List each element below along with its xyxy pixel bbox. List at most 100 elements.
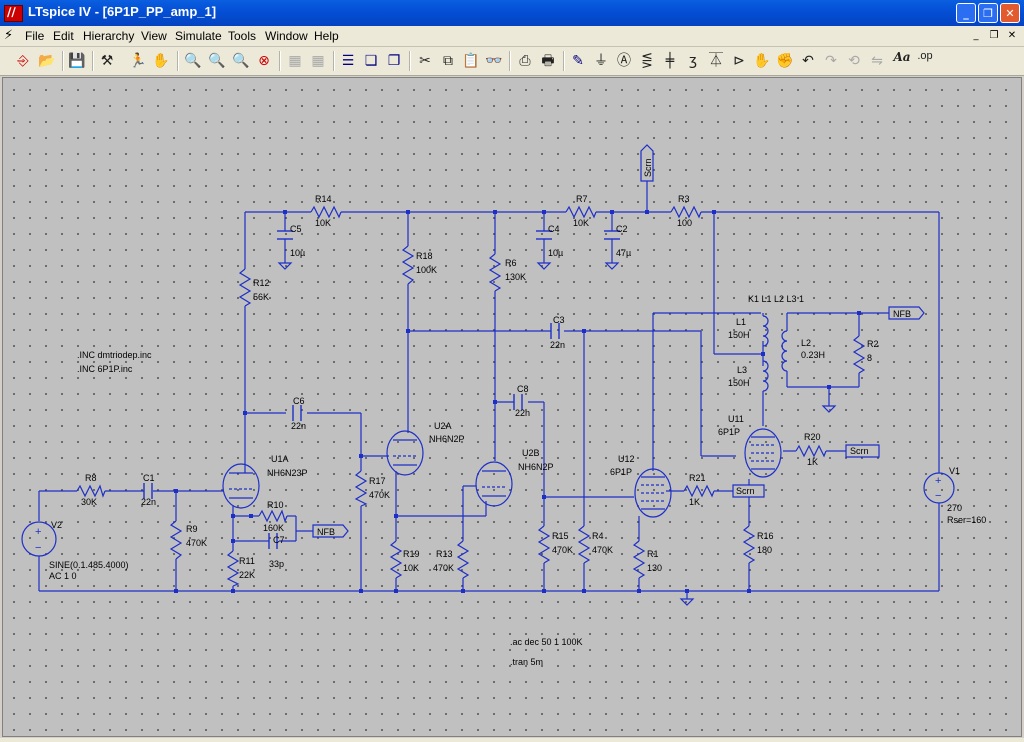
redo-icon[interactable]: ↷ [825,53,837,69]
directive-tran: .tran 5m [510,657,543,667]
control-panel-icon[interactable]: ⚒ [100,53,114,69]
text-labels: .INC dmtriodep.inc .INC 6P1P.inc .ac dec… [49,158,986,667]
mdi-minimize-button[interactable]: _ [973,30,979,41]
resistor-r11 [226,550,240,587]
schematic-canvas[interactable]: + − + − .INC dmtriodep.inc .INC 6P1P.inc… [2,77,1022,737]
ltspice-logo-icon: ∕∕ [4,5,23,22]
directive-inc-6p1p: .INC 6P1P.inc [77,364,133,374]
mdi-restore-button[interactable]: ❐ [989,30,999,41]
schematic-label: U1A [271,454,289,464]
halt-icon[interactable]: ✋ [152,53,170,69]
schematic-label: R20 [804,432,821,442]
mdi-close-button[interactable]: ✕ [1007,30,1017,41]
schematic-label: 1K [689,497,700,507]
save-icon[interactable]: 💾 [68,53,86,69]
resistor-r19 [389,540,403,579]
find-icon[interactable]: 👓 [485,53,503,69]
schematic-label: 22n [550,340,565,350]
maximize-button[interactable]: ❐ [978,3,998,23]
vacuum-tubes [222,428,782,518]
open-icon[interactable]: 📂 [38,53,56,69]
directive-inc-dmtriodep: .INC dmtriodep.inc [77,350,152,360]
resistor-r2 [852,335,866,374]
run-icon[interactable]: ⎆ [17,53,29,69]
menu-file[interactable]: File [25,29,45,43]
menu-tools[interactable]: Tools [228,29,257,43]
schematic-label: 150H [728,378,750,388]
drag-icon[interactable]: ✊ [776,53,794,69]
draw-wire-icon[interactable]: ✎ [572,53,584,69]
component-icon[interactable]: ⊳ [733,53,745,69]
cut-icon[interactable]: ✂ [419,53,431,69]
schematic-label: 10K [403,563,419,573]
menu-window[interactable]: Window [265,29,308,43]
schematic-label: 6P1P [718,427,740,437]
menu-bar: ⚡ File Edit Hierarchy View Simulate Tool… [0,26,1024,47]
schematic-label: 10K [573,218,589,228]
copy-icon[interactable]: ⧉ [443,53,453,69]
schematic-label: C1 [143,473,155,483]
undo-icon[interactable]: ↶ [802,53,814,69]
voltage-sources [21,472,955,557]
resistor-icon[interactable]: ⋚ [641,53,653,69]
diode-icon[interactable]: ⏄ [709,53,723,69]
menu-help[interactable]: Help [314,29,339,43]
schematic-label: 130 [647,563,662,573]
menu-view[interactable]: View [141,29,167,43]
schematic-label: 10K [315,218,331,228]
zoom-in-icon[interactable]: 🔍 [184,53,202,69]
directive-ac: .ac dec 50 1 100K [510,637,583,647]
zoom-fit-icon[interactable]: ⊗ [258,53,270,69]
schematic-doc-icon[interactable]: ⚡ [4,28,14,43]
schematic-label: R11 [239,556,255,566]
autorange-icon[interactable]: ▦ [288,53,302,69]
resistor-r4 [577,525,591,564]
source-v2 [21,521,57,557]
menu-simulate[interactable]: Simulate [175,29,222,43]
spice-directive-icon[interactable]: .op [917,50,933,62]
tile-icon[interactable]: ▦ [311,53,325,69]
cascade-icon[interactable]: ☰ [341,53,355,69]
capacitor-icon[interactable]: ╪ [665,53,675,69]
schematic-label: SINE(0.1.485.4000) [49,560,129,570]
schematic-label: L2 [801,338,811,348]
ground-icon[interactable]: ⏚ [594,53,608,69]
schematic-label: C6 [293,396,305,406]
minimize-button[interactable]: _ [956,3,976,23]
text-icon[interactable]: Aa [893,50,911,64]
paste-icon[interactable]: 📋 [462,53,480,69]
print-icon[interactable]: 🖶 [541,53,555,69]
schematic-label: 470K [186,538,207,548]
move-icon[interactable]: ✋ [753,53,771,69]
inductor-l3 [762,360,769,392]
schematic-label: 180 [757,545,772,555]
resistor-r16 [742,525,756,564]
close-all-icon[interactable]: ❏ [364,53,378,69]
close-button[interactable]: ✕ [1000,3,1020,23]
pan-icon[interactable]: 🔍 [208,53,226,69]
schematic-label: R7 [576,194,588,204]
zoom-out-icon[interactable]: 🔍 [232,53,250,69]
toolbar-separator [177,51,179,71]
label-net-icon[interactable]: Ⓐ [617,53,631,69]
tile-windows-icon[interactable]: ❐ [387,53,401,69]
toolbar-separator [279,51,281,71]
schematic-label: 160K [263,523,284,533]
rotate-icon[interactable]: ⟲ [848,53,860,69]
print-preview-icon[interactable]: ⎙ [519,53,531,69]
toolbar-separator [509,51,511,71]
mirror-icon[interactable]: ⇋ [871,53,883,69]
resistor-r13 [456,540,470,579]
source-polarity: + − + − [35,475,941,554]
schematic-label: 6P1P [610,467,632,477]
schematic-label: 8 [867,353,872,363]
menu-edit[interactable]: Edit [53,29,74,43]
svg-text:−: − [35,542,41,554]
menu-hierarchy[interactable]: Hierarchy [83,29,135,43]
schematic-label: 470K [369,490,390,500]
run-simulation-icon[interactable]: 🏃 [129,53,147,69]
schematic-label: R9 [186,524,198,534]
schematic-label: R14 [315,194,332,204]
schematic-label: 150H [728,330,750,340]
inductor-icon[interactable]: ʒ [688,53,698,69]
